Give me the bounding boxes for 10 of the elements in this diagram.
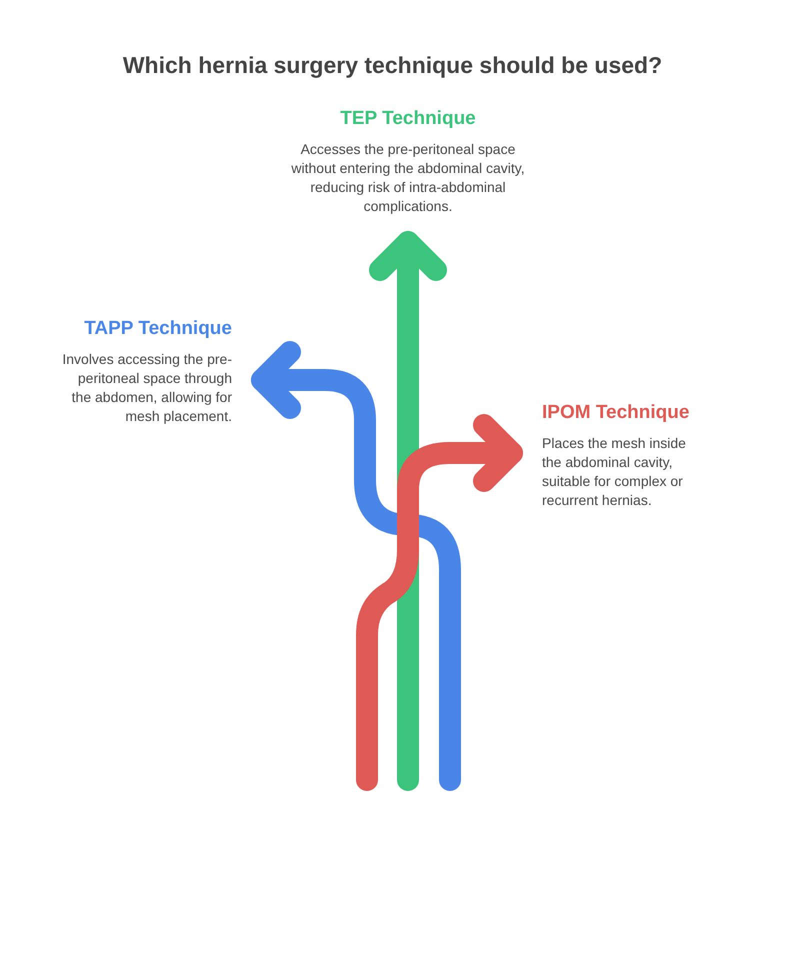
arrow xyxy=(356,414,523,791)
arrow xyxy=(369,231,447,791)
option-description: Involves accessing the pre-peritoneal space through the abdomen, allowing for mesh placement. xyxy=(62,350,232,426)
arrow xyxy=(251,341,461,791)
option-description: Accesses the pre-peritoneal space without entering the abdominal cavity, reducing risk of intra-abdominal complications. xyxy=(290,140,526,216)
option-description: Places the mesh inside the abdominal cavity, suitable for complex or recurrent hernias. xyxy=(542,434,687,510)
diagram-title: Which hernia surgery technique should be used? xyxy=(122,52,664,79)
option-heading: TEP Technique xyxy=(339,108,477,130)
option-heading: IPOM Technique xyxy=(542,402,690,424)
option-heading: TAPP Technique xyxy=(83,318,232,340)
